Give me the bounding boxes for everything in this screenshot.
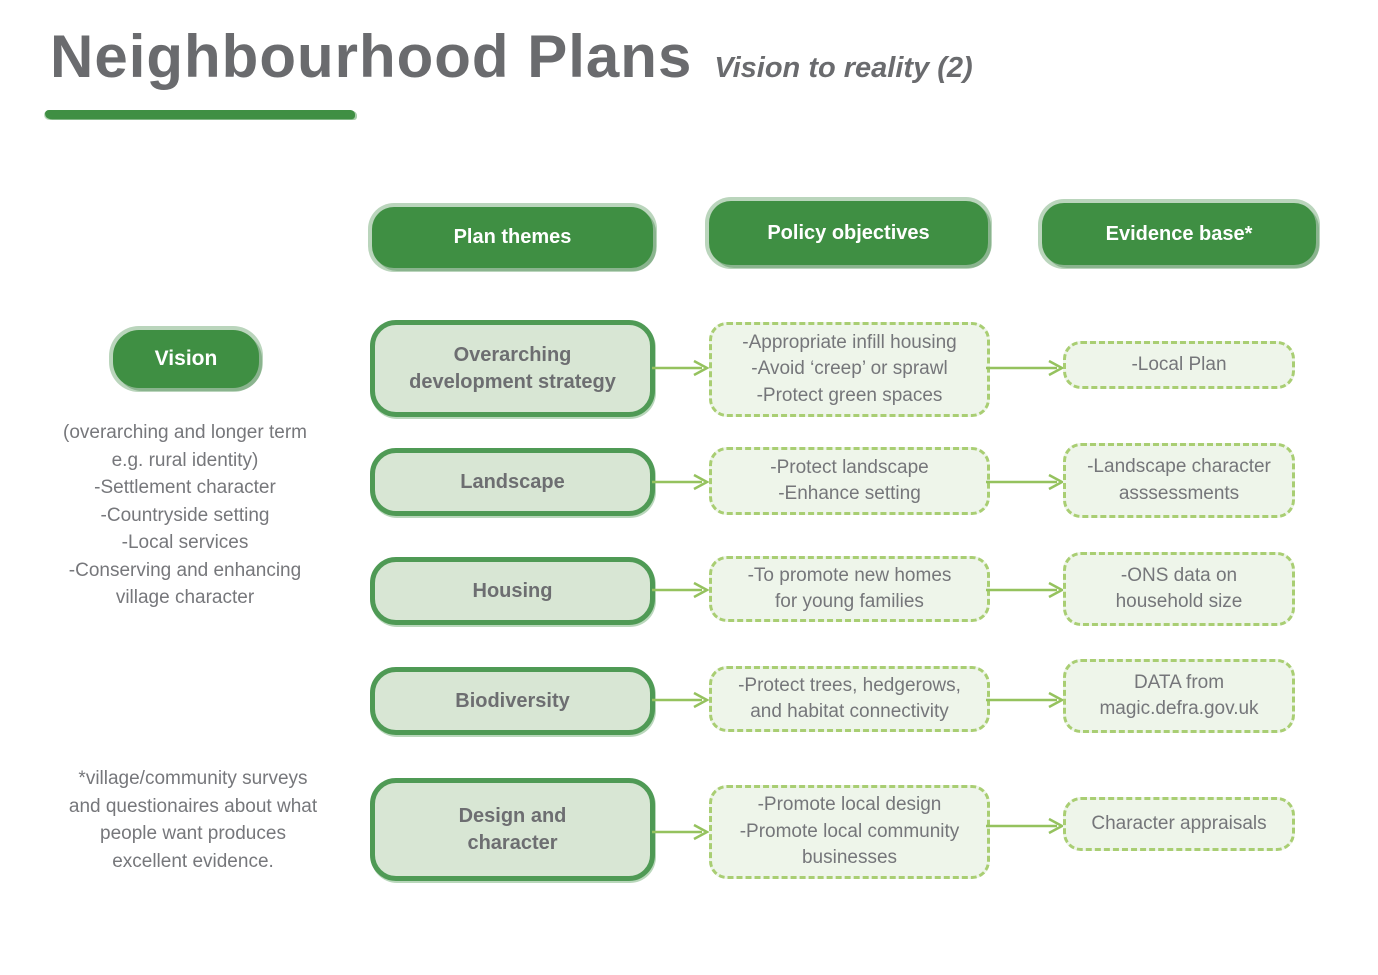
policy-objectives-box-design: -Promote local design -Promote local com… — [709, 785, 990, 879]
flow-arrow-icon — [652, 823, 710, 841]
policy-objectives-box-landscape: -Protect landscape -Enhance setting — [709, 447, 990, 515]
flow-arrow-icon — [986, 581, 1065, 599]
policy-objectives-box-housing: -To promote new homes for young families — [709, 556, 990, 622]
flow-arrow-icon — [652, 581, 710, 599]
flow-arrow-icon — [986, 817, 1065, 835]
evidence-box-defra-data: DATA from magic.defra.gov.uk — [1063, 659, 1295, 733]
flow-arrow-icon — [986, 359, 1065, 377]
theme-box-landscape: Landscape — [370, 448, 655, 516]
vision-pill: Vision — [113, 330, 259, 388]
theme-box-biodiversity: Biodiversity — [370, 667, 655, 735]
evidence-box-local-plan: -Local Plan — [1063, 341, 1295, 389]
policy-objectives-box-biodiversity: -Protect trees, hedgerows, and habitat c… — [709, 666, 990, 732]
title-row: Neighbourhood Plans Vision to reality (2… — [50, 22, 973, 91]
evidence-box-character-appraisals: Character appraisals — [1063, 797, 1295, 851]
theme-box-design-and-character: Design and character — [370, 778, 655, 881]
evidence-footnote: *village/community surveys and questiona… — [68, 768, 318, 872]
flow-arrow-icon — [986, 691, 1065, 709]
theme-box-housing: Housing — [370, 557, 655, 625]
flow-arrow-icon — [986, 473, 1065, 491]
page-subtitle: Vision to reality (2) — [714, 52, 973, 84]
evidence-box-landscape-character: -Landscape character asssessments — [1063, 443, 1295, 518]
theme-box-overarching-development-strategy: Overarching development strategy — [370, 320, 655, 417]
flow-arrow-icon — [652, 473, 710, 491]
column-header-plan-themes: Plan themes — [372, 207, 653, 268]
title-underline-brush — [45, 110, 355, 119]
flow-arrow-icon — [652, 359, 710, 377]
policy-objectives-box-overarching: -Appropriate infill housing -Avoid ‘cree… — [709, 322, 990, 417]
vision-description: (overarching and longer term e.g. rural … — [63, 422, 307, 608]
evidence-box-ons-data: -ONS data on household size — [1063, 552, 1295, 626]
page-title: Neighbourhood Plans — [50, 23, 693, 90]
column-header-evidence-base: Evidence base* — [1042, 203, 1316, 265]
column-header-policy-objectives: Policy objectives — [709, 201, 988, 265]
flow-arrow-icon — [652, 691, 710, 709]
